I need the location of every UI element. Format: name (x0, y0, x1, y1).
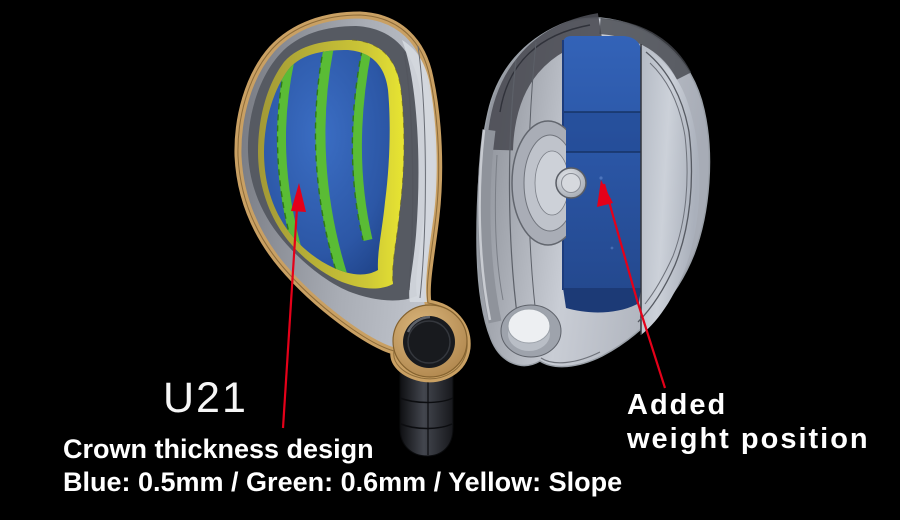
screw-boss (511, 120, 587, 246)
hosel (392, 304, 468, 378)
weight-annotation-arrow (597, 180, 667, 389)
hosel-bore (500, 304, 562, 358)
weight-block-bottom (563, 288, 641, 313)
weight-caption: Added weight position (627, 388, 870, 456)
model-label: U21 (163, 374, 248, 422)
crown-caption-title: Crown thickness design (63, 434, 374, 464)
crown-outer-surface (402, 40, 437, 302)
weight-position-view (476, 13, 711, 368)
face-surface (641, 45, 700, 335)
stripe-green-2 (315, 50, 347, 275)
stripe-green-1 (277, 59, 304, 258)
weight-caption-line2: weight position (627, 423, 870, 455)
green-stripes (276, 50, 373, 275)
crown-caption-detail: Blue: 0.5mm / Green: 0.6mm / Yellow: Slo… (63, 467, 623, 497)
weight-caption-line1: Added (627, 389, 728, 421)
stripe-green-3 (352, 50, 373, 242)
crown-annotation-arrow (281, 183, 306, 429)
crown-cutaway-view (234, 11, 471, 457)
crown-caption: Crown thickness design Blue: 0.5mm / Gre… (63, 433, 622, 499)
weight-block (562, 36, 642, 335)
